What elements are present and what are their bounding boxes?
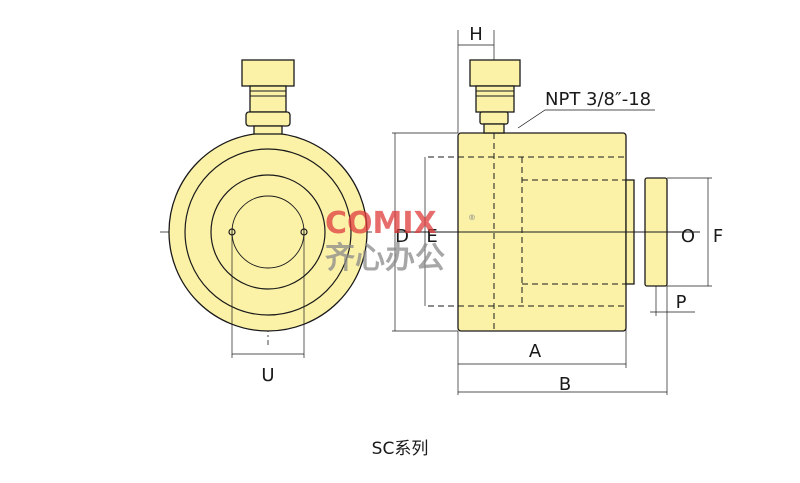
body-ring-circle — [184, 148, 352, 316]
coupler-neck — [249, 85, 287, 113]
side-coupler-head — [469, 59, 521, 87]
dim-label-u: U — [261, 365, 274, 386]
coupler-head — [241, 59, 295, 87]
watermark-chinese: 齐心办公 — [325, 241, 445, 276]
coupler-nut — [245, 111, 291, 127]
dim-label-a: A — [529, 341, 542, 362]
side-coupler-nut — [479, 111, 509, 125]
npt-thread-label: NPT 3/8″-18 — [545, 89, 651, 110]
coupler-base — [253, 125, 283, 135]
comix-watermark-logo: COMIX ® 齐心办公 — [325, 206, 476, 276]
dim-label-b: B — [559, 374, 571, 395]
plunger-outer-circle — [210, 174, 326, 290]
side-view: NPT 3/8″-18 H D E F O P A B — [392, 24, 723, 395]
dim-label-p: P — [676, 292, 687, 313]
dim-label-o: O — [681, 226, 695, 247]
series-caption: SC系列 — [372, 439, 429, 459]
side-coupler-base — [483, 123, 505, 134]
watermark-latin: COMIX — [325, 206, 437, 241]
npt-leader-line — [517, 109, 655, 129]
dim-label-f: F — [713, 226, 723, 247]
watermark-registered: ® — [468, 213, 476, 222]
dim-label-h: H — [469, 24, 483, 45]
dim-label-d: D — [395, 226, 409, 247]
side-coupler-neck — [475, 85, 515, 113]
front-view: U — [160, 59, 372, 386]
dim-label-e: E — [426, 226, 437, 247]
